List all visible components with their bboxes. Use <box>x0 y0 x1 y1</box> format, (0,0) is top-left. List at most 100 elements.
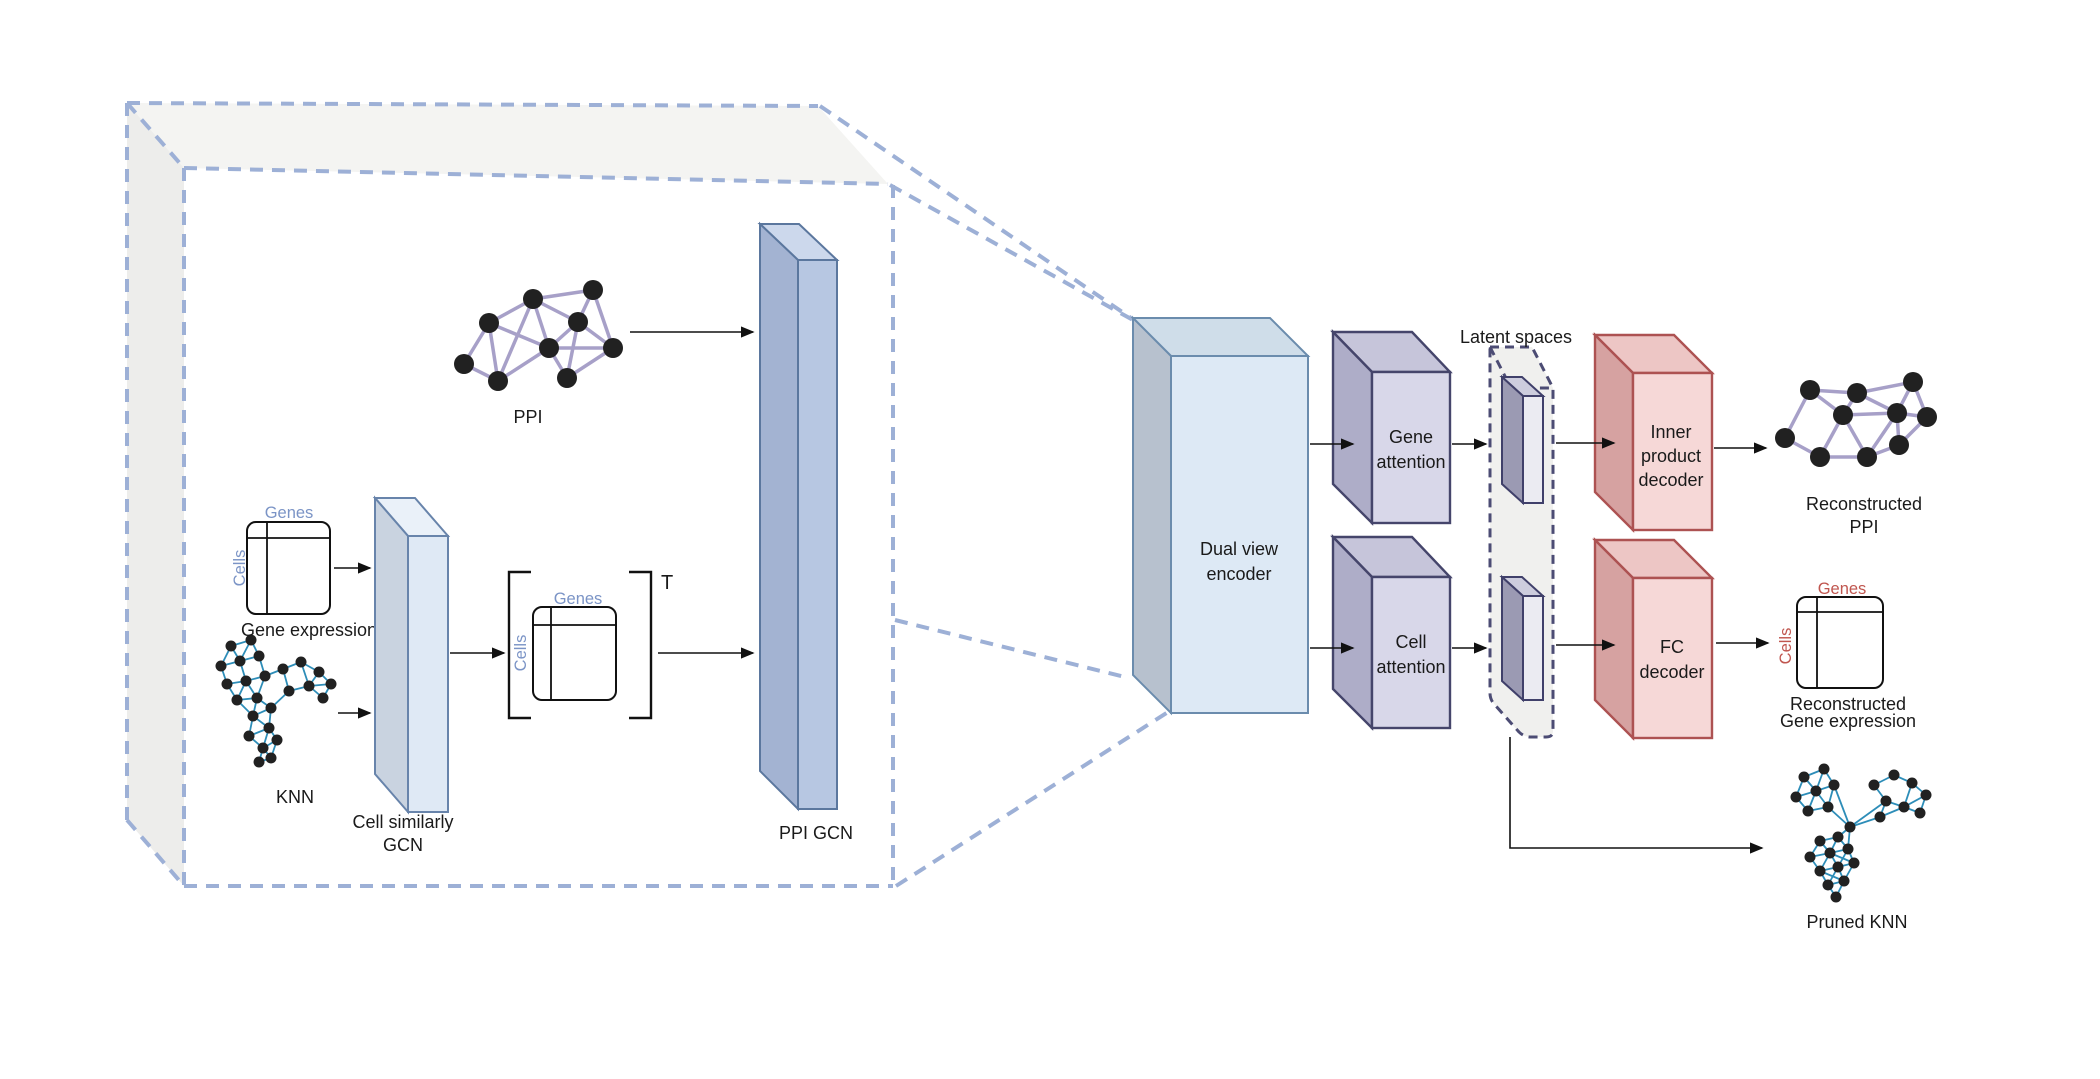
input-detail-box <box>125 101 1170 888</box>
graph-node <box>1804 851 1816 863</box>
graph-node <box>1898 801 1910 813</box>
graph-node <box>253 756 265 768</box>
inner-decoder-label-line2: product <box>1641 446 1701 466</box>
network-ppi <box>454 280 623 391</box>
graph-node <box>313 666 325 678</box>
fc-decoder-label-line2: decoder <box>1639 662 1704 682</box>
encoder-side <box>1132 315 1172 716</box>
slab-front <box>797 259 838 810</box>
graph-node <box>234 655 246 667</box>
arrow-latent-to-pruned-knn <box>1509 737 1764 854</box>
genes-axis-label: Genes <box>265 504 314 522</box>
dual-view-encoder-box: Dual view encoder <box>1130 315 1311 716</box>
ppi-caption: PPI <box>513 407 542 427</box>
decoder-front <box>1631 576 1714 740</box>
left-bracket <box>507 570 531 720</box>
graph-node <box>1914 807 1926 819</box>
matrix-frame <box>532 606 617 701</box>
graph-node <box>1868 779 1880 791</box>
graph-node <box>215 660 227 672</box>
recon-ppi-caption-line2: PPI <box>1849 517 1878 537</box>
graph-node <box>1832 831 1844 843</box>
graph-node <box>1775 428 1795 448</box>
attention-front <box>1370 370 1452 525</box>
network-knn <box>215 634 337 768</box>
slab-front <box>407 535 449 813</box>
graph-edge <box>497 346 550 383</box>
graph-node <box>1810 785 1822 797</box>
fc-decoder-label-line1: FC <box>1660 637 1684 657</box>
graph-node <box>1818 763 1830 775</box>
matrix-frame <box>246 521 331 615</box>
graph-node <box>1814 835 1826 847</box>
cell-attention-box: Cell attention <box>1330 534 1453 731</box>
cell-attention-label-line1: Cell <box>1395 632 1426 652</box>
transpose-superscript: T <box>661 572 673 594</box>
graph-node <box>568 312 588 332</box>
graph-node <box>1822 879 1834 891</box>
graph-node <box>263 722 275 734</box>
inner-decoder-label-line3: decoder <box>1638 470 1703 490</box>
graph-node <box>1903 372 1923 392</box>
graph-node <box>1874 811 1886 823</box>
graph-node <box>1800 380 1820 400</box>
detail-box-edge <box>125 101 186 170</box>
slab-side <box>759 221 799 812</box>
graph-node <box>1887 403 1907 423</box>
graph-edge <box>1833 784 1851 828</box>
graph-node <box>1814 865 1826 877</box>
ppi-gcn-slab: PPI GCN <box>757 221 853 843</box>
slab-side <box>1501 374 1524 506</box>
graph-node <box>488 371 508 391</box>
graph-node <box>1857 447 1877 467</box>
graph-node <box>1842 843 1854 855</box>
recon-ge-caption-line2: Gene expression <box>1780 711 1916 731</box>
gene-attention-label-line1: Gene <box>1389 427 1433 447</box>
cells-axis-label: Cells <box>231 550 249 587</box>
graph-node <box>454 354 474 374</box>
graph-node <box>231 694 243 706</box>
graph-node <box>317 692 329 704</box>
network-pruned-knn <box>1790 763 1932 903</box>
network-reconstructed-ppi <box>1775 372 1937 467</box>
graph-edge <box>496 298 535 382</box>
detail-box-left-face <box>127 103 184 886</box>
graph-node <box>539 338 559 358</box>
graph-node <box>240 675 252 687</box>
graph-node <box>251 692 263 704</box>
graph-edge <box>532 288 594 301</box>
graph-node <box>247 710 259 722</box>
decoder-front <box>1631 371 1714 532</box>
cell-gcn-caption-line2: GCN <box>383 835 423 855</box>
zoom-projection-line <box>894 710 1170 888</box>
graph-node <box>295 656 307 668</box>
latent-spaces-group: Latent spaces <box>1460 327 1572 739</box>
cell-similarity-gcn-slab: Cell similarly GCN <box>352 495 454 855</box>
inner-product-decoder-box: Inner product decoder <box>1592 332 1715 533</box>
zoom-projection-line <box>894 618 1130 680</box>
cell-gcn-caption-line1: Cell similarly <box>352 812 453 832</box>
graph-node <box>325 678 337 690</box>
graph-node <box>1847 383 1867 403</box>
attention-front <box>1370 575 1452 730</box>
graph-node <box>1822 801 1834 813</box>
graph-node <box>221 678 233 690</box>
recon-ppi-caption-line1: Reconstructed <box>1806 494 1922 514</box>
slab-front <box>1522 595 1544 701</box>
graph-node <box>1880 795 1892 807</box>
detail-box-edge <box>126 101 819 108</box>
graph-node <box>265 752 277 764</box>
transposed-matrix: T Genes Cells <box>507 570 673 720</box>
encoder-label-line1: Dual view <box>1200 539 1279 559</box>
graph-node <box>245 634 257 646</box>
gene-attention-label-line2: attention <box>1376 452 1445 472</box>
detail-box-edge <box>183 166 889 186</box>
matrix-frame <box>1796 596 1884 689</box>
detail-box-top-face <box>127 103 888 184</box>
recon-ge-caption-line1: Reconstructed <box>1790 694 1906 714</box>
graph-node <box>1802 805 1814 817</box>
pruned-knn-caption: Pruned KNN <box>1806 912 1907 932</box>
graph-node <box>1832 861 1844 873</box>
slab-side <box>1501 574 1524 703</box>
graph-node <box>277 663 289 675</box>
